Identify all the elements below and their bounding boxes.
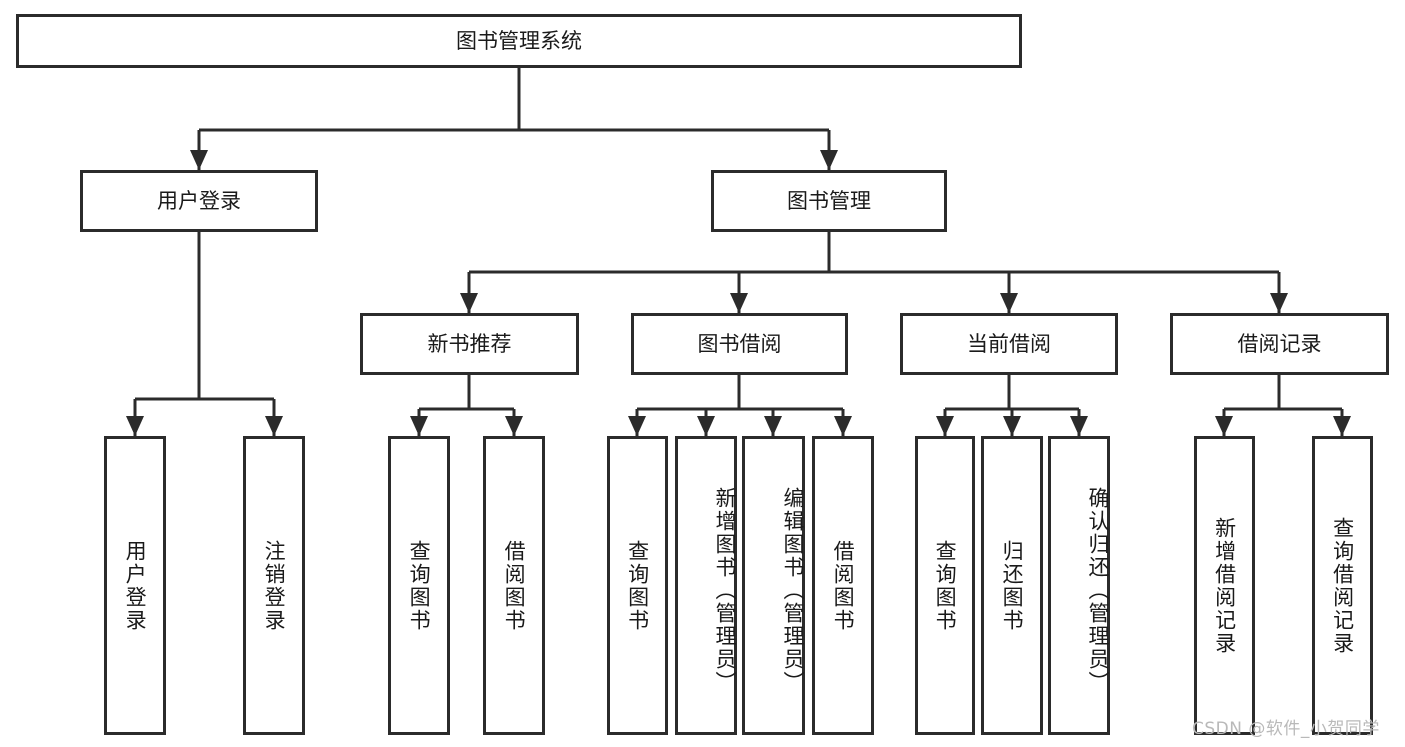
arrow-head-icon <box>1070 416 1088 436</box>
node-box-leaf-user-logout[interactable] <box>243 436 305 735</box>
arrow-head-icon <box>460 293 478 313</box>
arrow-head-icon <box>1215 416 1233 436</box>
node-box-leaf-borrow-book-1[interactable] <box>483 436 545 735</box>
node-box-leaf-query-book-2[interactable] <box>607 436 668 735</box>
node-label-borrow-record: 借阅记录 <box>1238 332 1322 356</box>
connectors-layer <box>126 68 1351 436</box>
arrow-head-icon <box>936 416 954 436</box>
node-box-leaf-query-book-3[interactable] <box>915 436 975 735</box>
node-label-book-manage: 图书管理 <box>787 189 871 213</box>
node-box-book-manage[interactable] <box>711 170 947 232</box>
boxes-layer <box>16 14 1389 735</box>
node-box-leaf-edit-book[interactable] <box>742 436 805 735</box>
node-label-current-borrow: 当前借阅 <box>967 332 1051 356</box>
arrow-head-icon <box>834 416 852 436</box>
node-box-borrow-record[interactable] <box>1170 313 1389 375</box>
node-box-new-book-recommend[interactable] <box>360 313 579 375</box>
node-box-leaf-add-book[interactable] <box>675 436 737 735</box>
node-box-leaf-confirm-return[interactable] <box>1048 436 1110 735</box>
node-box-book-borrow[interactable] <box>631 313 848 375</box>
node-label-root: 图书管理系统 <box>456 29 582 53</box>
node-label-user-login: 用户登录 <box>157 189 241 213</box>
arrow-head-icon <box>1270 293 1288 313</box>
node-box-root[interactable] <box>16 14 1022 68</box>
node-box-leaf-query-book-1[interactable] <box>388 436 450 735</box>
node-label-new-book-recommend: 新书推荐 <box>428 332 512 356</box>
arrow-head-icon <box>410 416 428 436</box>
arrow-head-icon <box>190 150 208 170</box>
node-label-book-borrow: 图书借阅 <box>698 332 782 356</box>
node-box-leaf-user-login[interactable] <box>104 436 166 735</box>
watermark-csdn: CSDN @软件_小贺同学 <box>1192 719 1380 739</box>
node-box-user-login[interactable] <box>80 170 318 232</box>
node-box-leaf-borrow-book-2[interactable] <box>812 436 874 735</box>
arrow-head-icon <box>126 416 144 436</box>
arrow-head-icon <box>764 416 782 436</box>
arrow-head-icon <box>697 416 715 436</box>
arrow-head-icon <box>505 416 523 436</box>
node-box-current-borrow[interactable] <box>900 313 1118 375</box>
arrow-head-icon <box>1003 416 1021 436</box>
arrow-head-icon <box>628 416 646 436</box>
node-box-leaf-query-record[interactable] <box>1312 436 1373 735</box>
arrow-head-icon <box>265 416 283 436</box>
node-box-leaf-add-record[interactable] <box>1194 436 1255 735</box>
node-box-leaf-return-book[interactable] <box>981 436 1043 735</box>
arrow-head-icon <box>820 150 838 170</box>
arrow-head-icon <box>1333 416 1351 436</box>
arrow-head-icon <box>1000 293 1018 313</box>
arrow-head-icon <box>730 293 748 313</box>
